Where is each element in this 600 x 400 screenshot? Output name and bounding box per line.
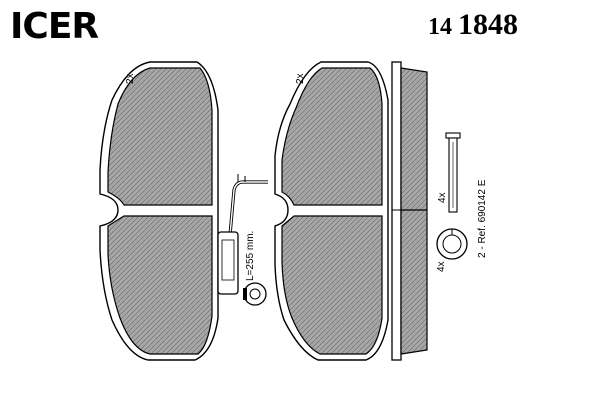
right-pad-friction-upper xyxy=(281,67,383,206)
sensor-connector xyxy=(217,231,239,295)
left-pad-friction-upper xyxy=(107,67,213,206)
right-pad-quantity: 2x xyxy=(295,73,306,84)
right-pad-friction-lower xyxy=(281,215,383,355)
retaining-pin: 4x xyxy=(437,132,461,213)
sensor-cable xyxy=(228,180,268,236)
sensor-reference: 2 - Ref. 690142 E xyxy=(477,179,488,258)
left-brake-pad: 2x xyxy=(99,61,219,361)
profile-friction xyxy=(400,67,428,355)
left-pad-quantity: 2x xyxy=(125,73,136,84)
right-brake-pad: 2x xyxy=(274,61,389,361)
pad-side-profile xyxy=(391,61,428,361)
left-pad-friction-lower xyxy=(107,215,213,355)
sensor-cable-length: L=255 mm. xyxy=(245,231,256,281)
profile-backplate xyxy=(391,61,402,361)
part-series: 14 xyxy=(428,14,452,40)
sensor-probe xyxy=(243,282,267,306)
clip-quantity: 4x xyxy=(436,261,447,272)
wear-sensor: L=255 mm. xyxy=(217,174,268,306)
retaining-clip: 4x xyxy=(436,228,468,272)
pin-quantity: 4x xyxy=(437,192,448,203)
part-code: 1848 xyxy=(458,8,518,41)
icer-logo: ICER xyxy=(10,6,99,47)
